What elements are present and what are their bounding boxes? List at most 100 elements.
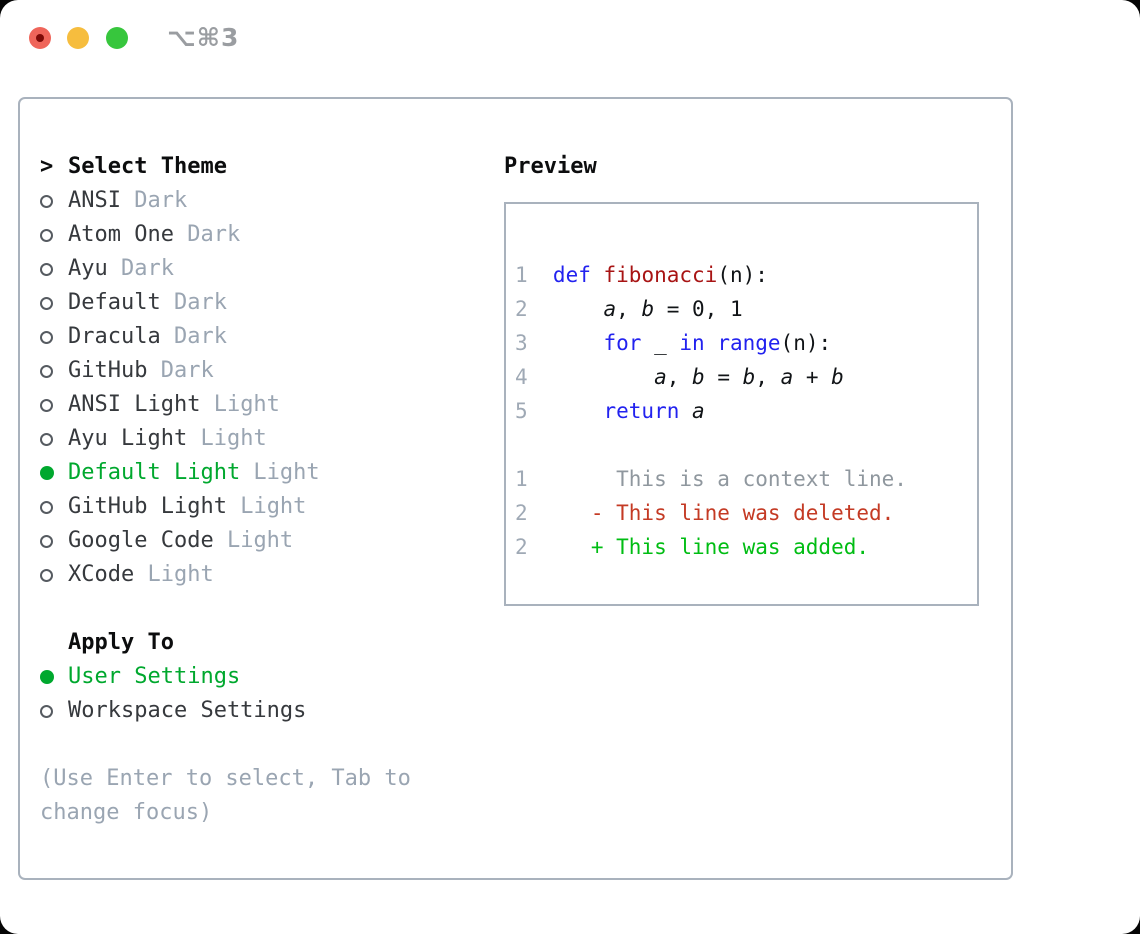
theme-option-name: ANSI bbox=[68, 188, 121, 213]
theme-option-name: Default bbox=[68, 290, 161, 315]
theme-option-name: Ayu bbox=[68, 256, 108, 281]
code-segment-add: + This line was added. bbox=[590, 535, 870, 559]
code-segment-pl bbox=[591, 263, 604, 287]
theme-option-name: Atom One bbox=[68, 222, 174, 247]
zoom-button[interactable] bbox=[106, 27, 128, 49]
code-segment-kw: for bbox=[603, 331, 642, 355]
code-line: 1 def fibonacci(n): bbox=[515, 258, 977, 292]
theme-option-name: Ayu Light bbox=[68, 426, 188, 451]
radio-marker bbox=[40, 466, 68, 480]
theme-option-google-code[interactable]: Google Code Light bbox=[40, 524, 480, 558]
theme-option-atom-one[interactable]: Atom One Dark bbox=[40, 218, 480, 252]
theme-option-name: Google Code bbox=[68, 528, 214, 553]
apply-option-workspace-settings[interactable]: Workspace Settings bbox=[40, 694, 480, 728]
theme-option-ayu[interactable]: Ayu Dark bbox=[40, 252, 480, 286]
theme-option-ansi-light[interactable]: ANSI Light Light bbox=[40, 388, 480, 422]
line-number: 2 bbox=[515, 297, 528, 321]
theme-option-variant: Dark bbox=[173, 222, 241, 247]
close-button[interactable] bbox=[29, 27, 51, 49]
code-segment-kw: return bbox=[603, 399, 680, 423]
theme-option-name: Default Light bbox=[68, 460, 241, 485]
minimize-button[interactable] bbox=[67, 27, 89, 49]
radio-marker bbox=[40, 296, 68, 310]
theme-option-variant: Light bbox=[134, 562, 214, 587]
line-number: 1 bbox=[515, 263, 528, 287]
code-segment-pl bbox=[553, 331, 604, 355]
theme-option-name: Dracula bbox=[68, 324, 161, 349]
code-segment-kw: in bbox=[679, 331, 705, 355]
theme-option-variant: Light bbox=[240, 460, 320, 485]
apply-to-label: Apply To bbox=[68, 630, 174, 655]
radio-marker bbox=[40, 262, 68, 276]
theme-option-github-light[interactable]: GitHub Light Light bbox=[40, 490, 480, 524]
code-segment-pl: (n): bbox=[717, 263, 768, 287]
radio-unselected-icon bbox=[40, 568, 53, 582]
theme-option-default[interactable]: Default Dark bbox=[40, 286, 480, 320]
theme-option-variant: Dark bbox=[147, 358, 214, 383]
radio-marker bbox=[40, 364, 68, 378]
radio-marker bbox=[40, 330, 68, 344]
radio-unselected-icon bbox=[40, 262, 53, 276]
code-line: 2 + This line was added. bbox=[515, 530, 977, 564]
radio-marker bbox=[40, 398, 68, 412]
code-segment-pl: , bbox=[616, 297, 642, 321]
apply-option-name: Workspace Settings bbox=[68, 698, 307, 723]
theme-option-dracula[interactable]: Dracula Dark bbox=[40, 320, 480, 354]
close-dot-icon bbox=[36, 34, 44, 42]
radio-unselected-icon bbox=[40, 534, 53, 548]
code-segment-pl bbox=[553, 297, 604, 321]
theme-option-xcode[interactable]: XCode Light bbox=[40, 558, 480, 592]
code-segment-var: b bbox=[641, 297, 655, 321]
code-line: 3 for _ in range(n): bbox=[515, 326, 977, 360]
code-segment-pl: _ bbox=[641, 331, 680, 355]
titlebar: ⌥⌘3 bbox=[0, 0, 1140, 97]
radio-unselected-icon bbox=[40, 194, 53, 208]
apply-option-user-settings[interactable]: User Settings bbox=[40, 660, 480, 694]
code-segment-var: a bbox=[780, 365, 794, 389]
line-number: 2 bbox=[515, 535, 528, 559]
radio-unselected-icon bbox=[40, 330, 53, 344]
theme-option-variant: Light bbox=[226, 494, 307, 519]
line-number: 5 bbox=[515, 399, 528, 423]
theme-option-variant: Dark bbox=[160, 290, 227, 315]
code-segment-pl bbox=[705, 331, 718, 355]
code-segment-kw: range bbox=[717, 331, 781, 355]
code-sample: 1 def fibonacci(n): 2 a, b = 0, 1 3 for _ i… bbox=[515, 258, 977, 564]
theme-option-name: XCode bbox=[68, 562, 135, 587]
radio-marker bbox=[40, 500, 68, 514]
theme-option-ansi[interactable]: ANSI Dark bbox=[40, 184, 480, 218]
code-line bbox=[515, 428, 977, 462]
radio-marker bbox=[40, 228, 68, 242]
radio-marker bbox=[40, 432, 68, 446]
theme-option-github[interactable]: GitHub Dark bbox=[40, 354, 480, 388]
select-theme-label: Select Theme bbox=[68, 154, 227, 179]
line-number: 3 bbox=[515, 331, 528, 355]
theme-option-variant: Light bbox=[187, 426, 267, 451]
radio-unselected-icon bbox=[40, 704, 53, 718]
radio-unselected-icon bbox=[40, 296, 53, 310]
code-line: 2 - This line was deleted. bbox=[515, 496, 977, 530]
code-segment-fn: fibonacci bbox=[603, 263, 718, 287]
code-segment-pl: = bbox=[704, 365, 743, 389]
code-segment-var: b bbox=[742, 365, 756, 389]
theme-option-name: GitHub Light bbox=[68, 494, 227, 519]
code-segment-var: b bbox=[831, 365, 844, 389]
radio-selected-icon bbox=[40, 466, 54, 480]
hint-text: (Use Enter to select, Tab to change focu… bbox=[40, 766, 411, 825]
radio-unselected-icon bbox=[40, 364, 53, 378]
code-segment-kw: def bbox=[552, 263, 591, 287]
theme-option-ayu-light[interactable]: Ayu Light Light bbox=[40, 422, 480, 456]
apply-to-heading: Apply To bbox=[40, 626, 480, 660]
preview-box: 1 def fibonacci(n): 2 a, b = 0, 1 3 for _ i… bbox=[504, 202, 979, 606]
apply-option-name: User Settings bbox=[68, 664, 241, 689]
code-segment-pl: + bbox=[793, 365, 832, 389]
code-segment-pl: = 0, 1 bbox=[654, 297, 743, 321]
theme-option-name: GitHub bbox=[68, 358, 148, 383]
radio-unselected-icon bbox=[40, 500, 53, 514]
preview-label: Preview bbox=[504, 154, 597, 179]
theme-option-variant: Dark bbox=[160, 324, 227, 349]
theme-option-name: ANSI Light bbox=[68, 392, 201, 417]
theme-option-default-light[interactable]: Default Light Light bbox=[40, 456, 480, 490]
